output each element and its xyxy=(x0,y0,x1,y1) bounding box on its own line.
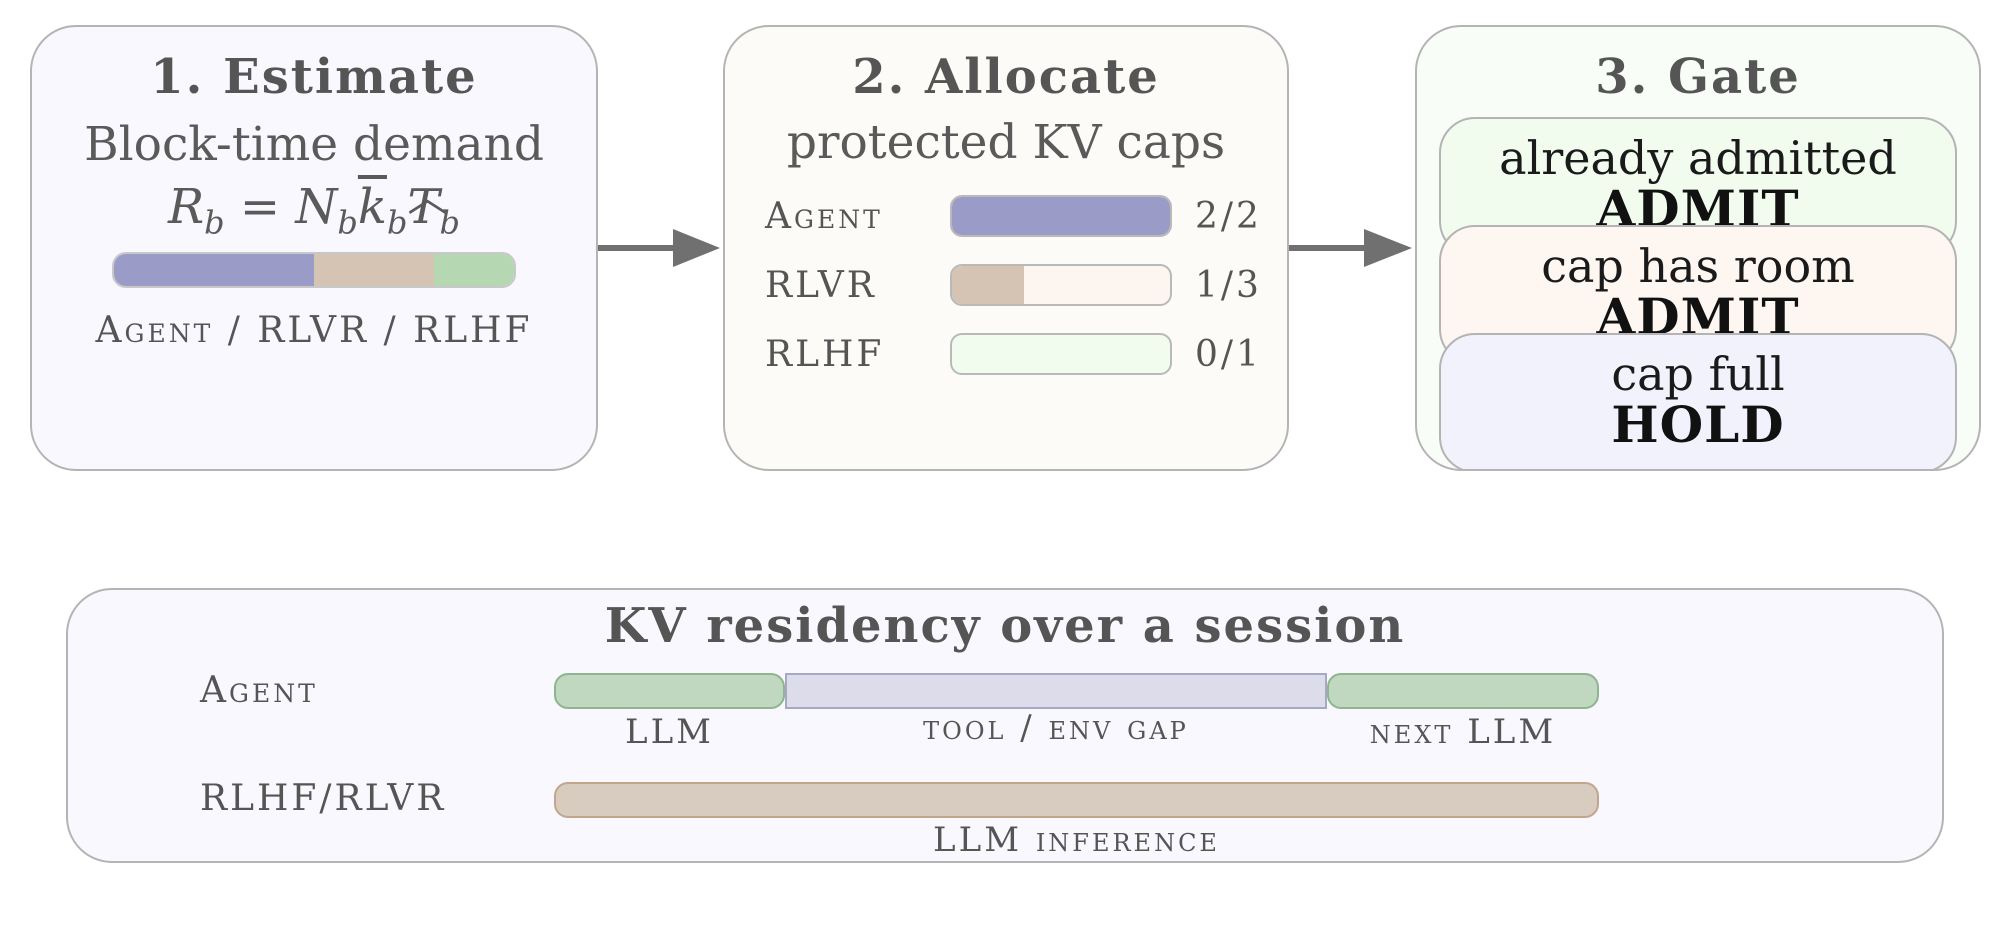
alloc-count: 1/3 xyxy=(1195,265,1262,306)
gate-condition: cap full xyxy=(1611,347,1785,401)
alloc-count: 0/1 xyxy=(1195,334,1262,375)
alloc-label: RLVR xyxy=(765,265,877,306)
gate-rule-cap-full: cap full HOLD xyxy=(1439,333,1957,469)
kv-residency-panel: KV residency over a session Agent LLM to… xyxy=(66,588,1944,863)
alloc-bar xyxy=(950,333,1172,375)
alloc-bar-fill xyxy=(952,197,1170,235)
estimate-subtitle: Block-time demand xyxy=(84,117,544,172)
gate-title: 3. Gate xyxy=(1595,49,1801,105)
alloc-label: RLHF xyxy=(765,334,885,375)
alloc-row-rlvr: RLVR 1/3 xyxy=(725,264,1287,308)
alloc-count: 2/2 xyxy=(1195,196,1262,237)
alloc-bar xyxy=(950,264,1172,306)
estimate-panel: 1. Estimate Block-time demand Rb = Nbkb︿… xyxy=(30,25,598,471)
agent-next-llm-caption: next LLM xyxy=(1369,712,1557,752)
alloc-bar-fill xyxy=(952,266,1024,304)
demand-segment-agent xyxy=(114,254,314,286)
agent-next-llm-segment xyxy=(1327,673,1599,709)
demand-segment-rlvr xyxy=(314,254,434,286)
demand-caption: Agent / RLVR / RLHF xyxy=(95,310,533,351)
estimate-title: 1. Estimate xyxy=(150,49,478,105)
residency-label-rlhf-rlvr: RLHF/RLVR xyxy=(200,778,447,819)
arrow-right-icon xyxy=(598,229,720,267)
llm-inference-segment xyxy=(554,782,1599,818)
gate-condition: cap has room xyxy=(1541,239,1855,293)
alloc-label: Agent xyxy=(765,196,883,237)
demand-formula: Rb = Nbkb︿Tb xyxy=(168,175,460,242)
gate-action: HOLD xyxy=(1611,395,1785,454)
demand-bar xyxy=(112,252,516,288)
demand-segment-rlhf xyxy=(434,254,514,286)
alloc-row-rlhf: RLHF 0/1 xyxy=(725,333,1287,377)
kv-residency-title: KV residency over a session xyxy=(604,598,1406,654)
agent-gap-segment xyxy=(785,673,1327,709)
agent-llm-caption: LLM xyxy=(625,712,714,752)
gate-condition: already admitted xyxy=(1499,131,1897,185)
allocate-subtitle: protected KV caps xyxy=(786,115,1226,170)
allocate-title: 2. Allocate xyxy=(852,49,1160,105)
llm-inference-caption: LLM inference xyxy=(933,820,1220,860)
agent-gap-caption: tool / env gap xyxy=(923,708,1189,748)
agent-llm-segment xyxy=(554,673,785,709)
residency-label-agent: Agent xyxy=(200,670,318,711)
arrow-right-icon xyxy=(1289,229,1412,267)
alloc-row-agent: Agent 2/2 xyxy=(725,195,1287,239)
alloc-bar xyxy=(950,195,1172,237)
gate-panel: 3. Gate already admitted ADMIT cap has r… xyxy=(1415,25,1981,471)
allocate-panel: 2. Allocate protected KV caps Agent 2/2 … xyxy=(723,25,1289,471)
